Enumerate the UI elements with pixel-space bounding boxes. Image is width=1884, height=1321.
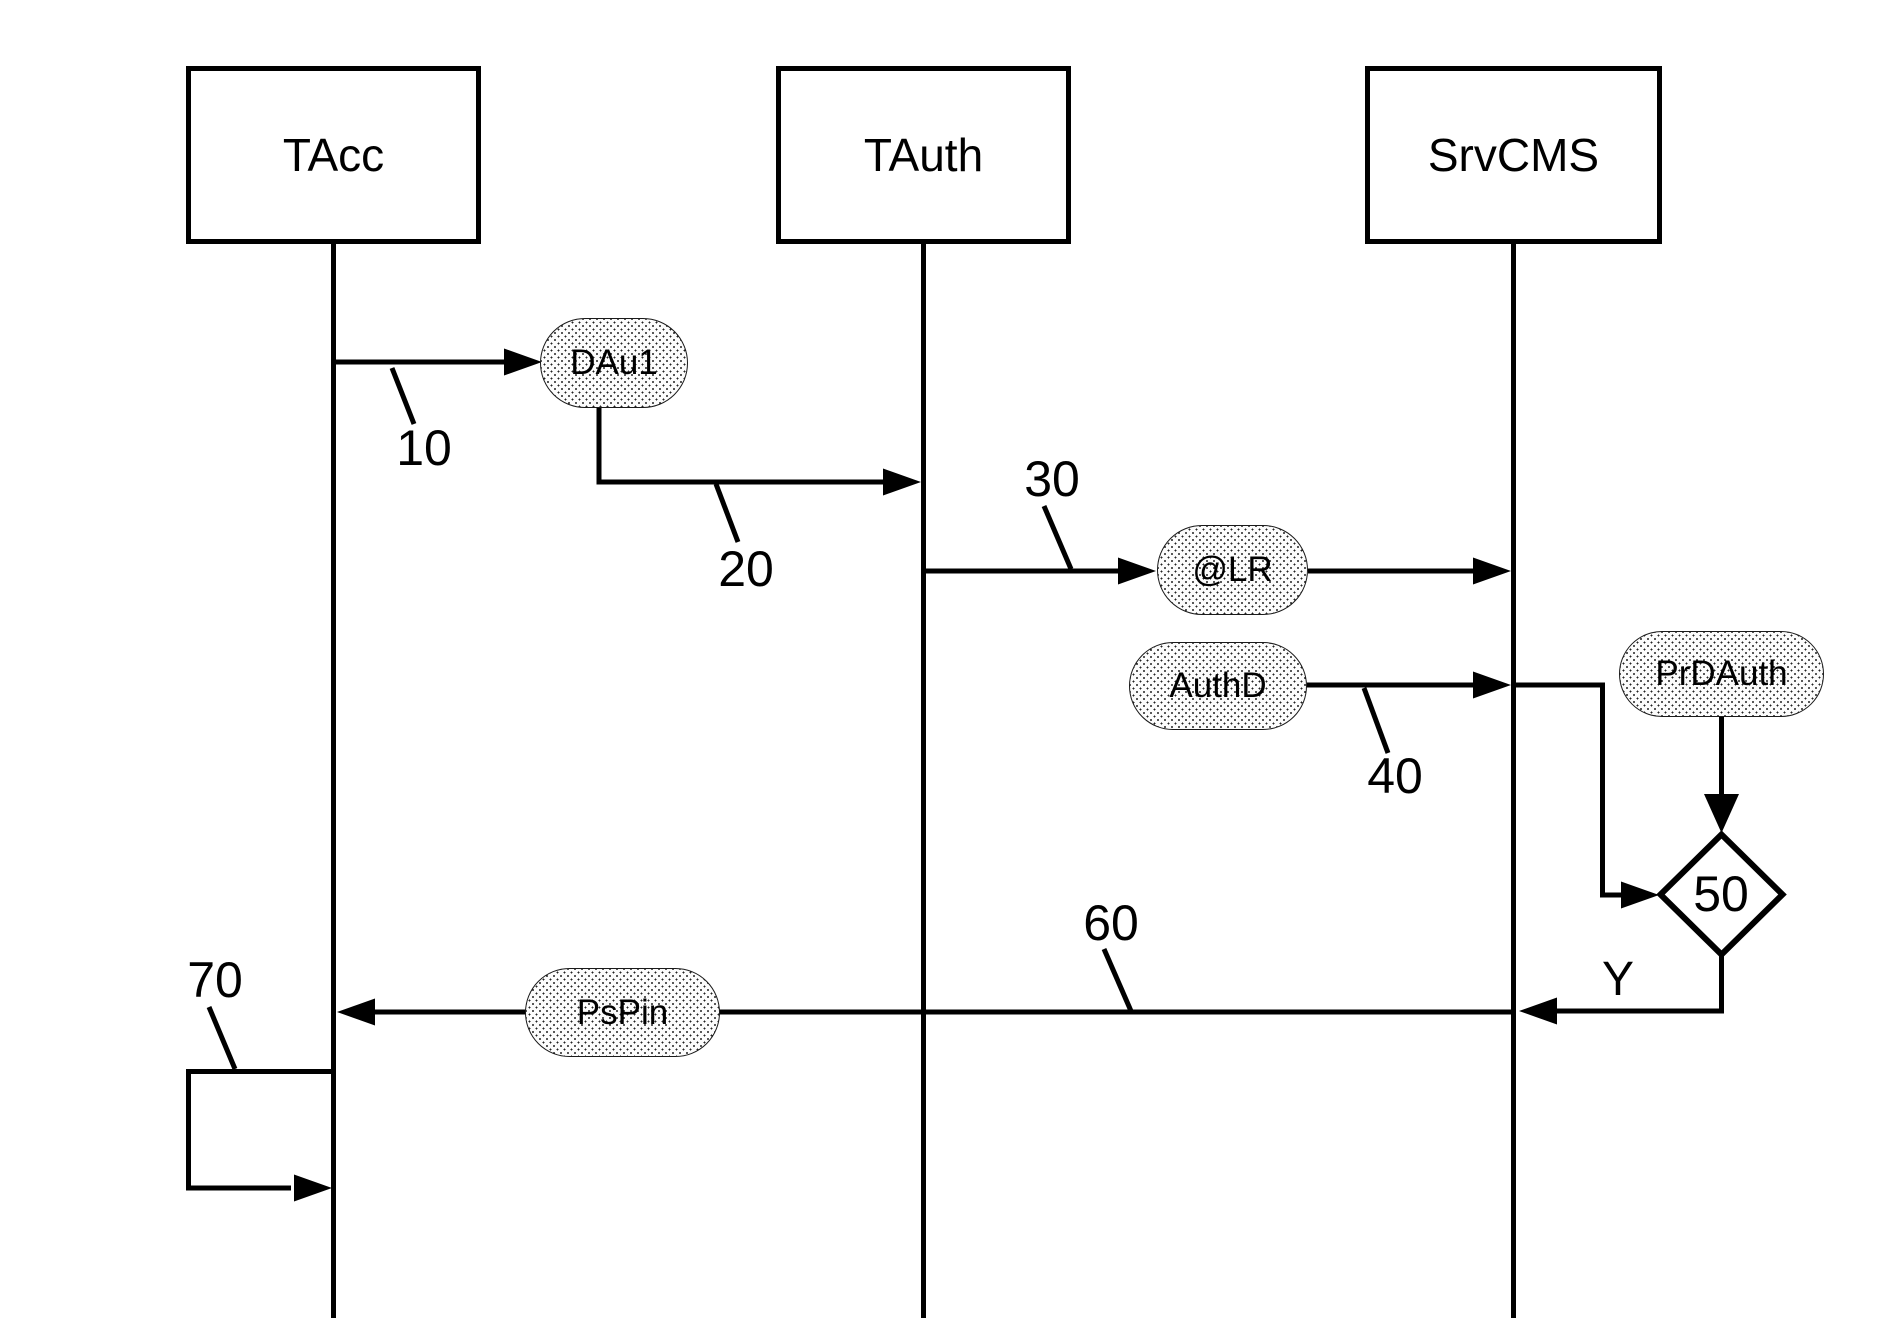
- actor-label-tauth: TAuth: [863, 129, 984, 181]
- decision-label: 50: [1693, 866, 1749, 922]
- step-number-60: 60: [1083, 895, 1139, 951]
- actor-box-srvcms: SrvCMS: [1365, 66, 1662, 244]
- self-loop-line-70: [186, 1069, 331, 1191]
- message-label-prdauth: PrDAuth: [1655, 654, 1788, 693]
- arrowhead-prdauth-icon: [1704, 794, 1739, 833]
- leader-line-40: [1361, 687, 1391, 754]
- actor-box-tauth: TAuth: [776, 66, 1071, 244]
- step-number-20: 20: [718, 541, 774, 597]
- step-number-40: 40: [1367, 748, 1423, 804]
- message-label-authd: AuthD: [1169, 666, 1267, 705]
- arrowhead-10-icon: [504, 348, 542, 376]
- message-node-pspin: PsPin: [525, 968, 720, 1057]
- actor-box-tacc: TAcc: [186, 66, 481, 244]
- arrowhead-40-icon: [1473, 671, 1511, 699]
- arrowhead-60-icon: [337, 998, 375, 1026]
- step-number-70: 70: [187, 952, 243, 1008]
- message-label-pspin: PsPin: [576, 992, 669, 1032]
- leader-line-30: [1041, 505, 1074, 570]
- message-node-lr: @LR: [1157, 525, 1308, 615]
- leader-line-70: [206, 1006, 238, 1070]
- message-node-dau1: DAu1: [540, 318, 688, 408]
- branch-label-y: Y: [1601, 953, 1635, 1006]
- message-label-lr: @LR: [1192, 550, 1273, 589]
- decision-branch-line: [1557, 954, 1724, 1014]
- message-line-20: [596, 408, 886, 485]
- routing-line-to-decision: [1513, 682, 1621, 898]
- arrowhead-70-icon: [294, 1174, 332, 1202]
- actor-label-srvcms: SrvCMS: [1427, 129, 1600, 181]
- leader-line-20: [713, 483, 741, 543]
- leader-line-10: [389, 367, 417, 425]
- arrowhead-20-icon: [883, 468, 921, 496]
- step-number-30: 30: [1024, 451, 1080, 507]
- leader-line-60: [1101, 948, 1134, 1012]
- arrowhead-30b-icon: [1473, 557, 1511, 585]
- step-number-10: 10: [396, 420, 452, 476]
- message-node-prdauth: PrDAuth: [1619, 631, 1824, 717]
- message-label-dau1: DAu1: [570, 343, 658, 382]
- arrowhead-decision-in-icon: [1621, 881, 1659, 909]
- message-node-authd: AuthD: [1129, 642, 1307, 730]
- actor-label-tacc: TAcc: [282, 129, 385, 181]
- arrowhead-branch-icon: [1519, 997, 1557, 1025]
- arrowhead-30a-icon: [1118, 557, 1156, 585]
